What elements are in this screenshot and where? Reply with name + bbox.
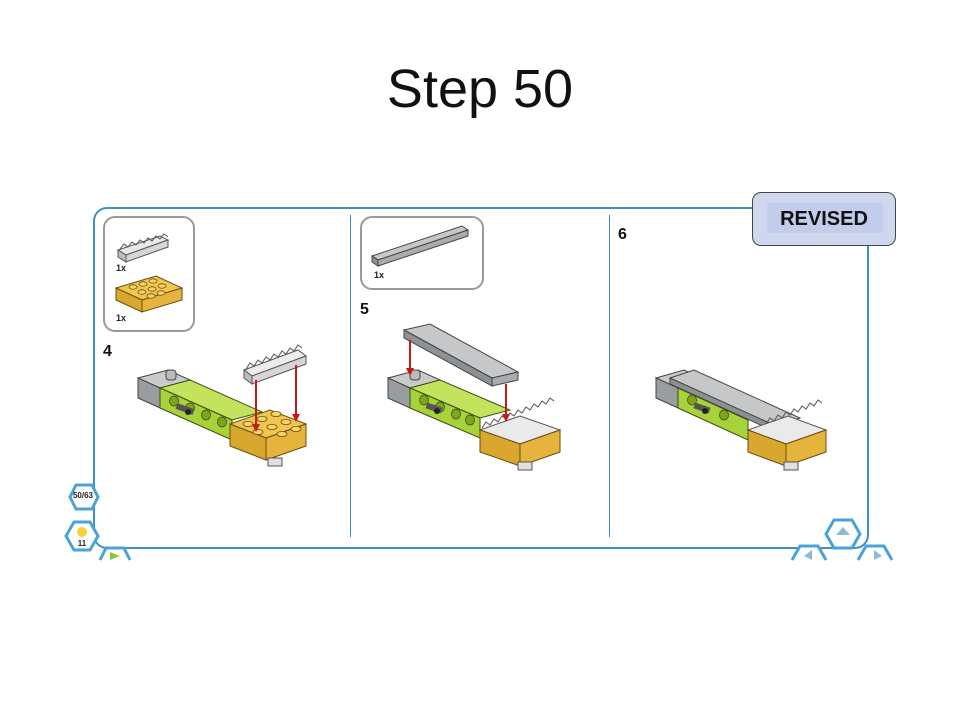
- revised-badge: REVISED: [752, 192, 896, 246]
- part-quantity: 1x: [116, 313, 127, 323]
- badge-underlay: [767, 203, 883, 233]
- item-count: 11: [77, 539, 87, 548]
- gear-rack-part: [116, 233, 170, 263]
- step-number: 5: [360, 301, 369, 318]
- page-indicator: 50/63: [72, 491, 94, 500]
- grey-plate-part: [370, 225, 470, 267]
- step-number: 4: [103, 343, 112, 360]
- slide-title: Step 50: [386, 59, 574, 119]
- next-arrow-icon[interactable]: [856, 544, 894, 561]
- play-icon[interactable]: [98, 546, 132, 561]
- parts-callout-step-4: [103, 216, 195, 332]
- panel-divider: [350, 215, 351, 537]
- previous-arrow-icon[interactable]: [790, 544, 828, 561]
- panel-divider: [609, 215, 610, 537]
- revised-label: REVISED: [780, 207, 868, 230]
- home-icon[interactable]: [824, 518, 862, 550]
- step-number: 6: [618, 226, 627, 243]
- part-quantity: 1x: [116, 263, 127, 273]
- part-quantity: 1x: [374, 270, 385, 280]
- yellow-brick-part: [114, 275, 184, 313]
- page-counter-icon: [68, 483, 100, 511]
- lightbulb-icon[interactable]: [64, 520, 100, 552]
